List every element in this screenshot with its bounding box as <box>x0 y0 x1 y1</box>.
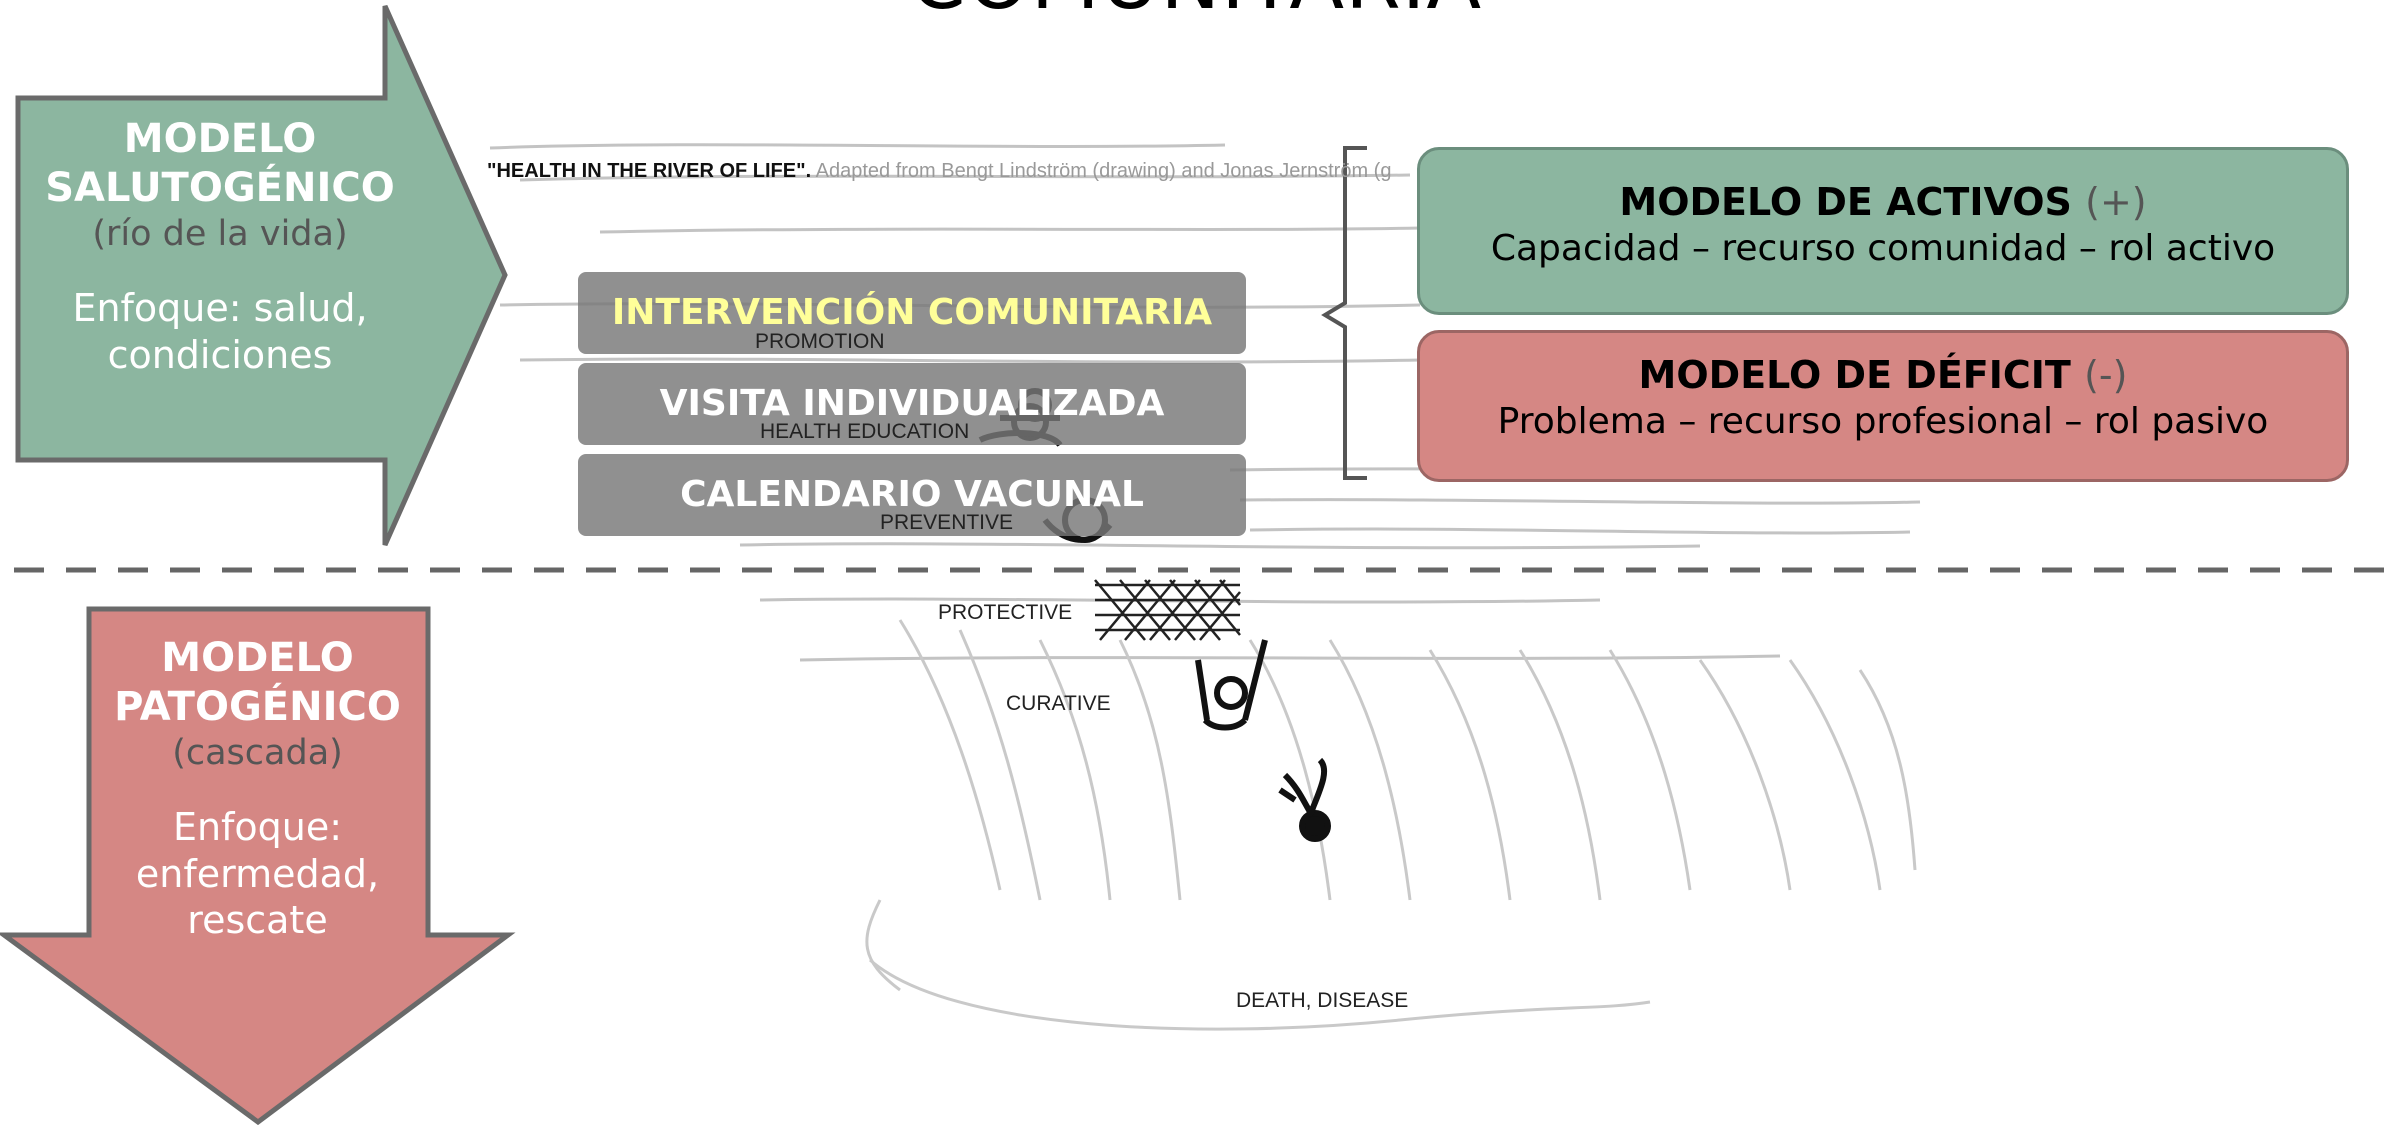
figure-caption: "HEALTH IN THE RIVER OF LIFE". Adapted f… <box>487 160 1417 183</box>
label-curative: CURATIVE <box>1006 692 1111 715</box>
pathogenic-focus-line3: rescate <box>187 898 328 942</box>
intervention-bar-vaccine-calendar: CALENDARIO VACUNAL <box>578 454 1246 536</box>
salutogenic-text: MODELO SALUTOGÉNICO (río de la vida) Enf… <box>40 115 400 378</box>
deficit-model-box: MODELO DE DÉFICIT (-) Problema – recurso… <box>1417 330 2349 482</box>
salutogenic-heading-line2: SALUTOGÉNICO <box>45 164 395 211</box>
pathogenic-heading-line1: MODELO <box>161 635 354 681</box>
label-death-disease: DEATH, DISEASE <box>1236 989 1409 1012</box>
caption-bold: "HEALTH IN THE RIVER OF LIFE". <box>487 160 812 182</box>
waterfall-illustration <box>865 619 1917 1031</box>
assets-model-box: MODELO DE ACTIVOS (+) Capacidad – recurs… <box>1417 147 2349 315</box>
pathogenic-heading-line2: PATOGÉNICO <box>114 683 401 730</box>
intervention-bar-individual-visit: VISITA INDIVIDUALIZADA <box>578 363 1246 445</box>
slide-title: COMUNITARIA <box>0 0 2392 27</box>
pathogenic-subtitle: (cascada) <box>172 732 343 773</box>
pathogenic-arrow <box>0 606 516 1125</box>
salutogenic-focus-line2: condiciones <box>107 332 333 377</box>
deficit-title-text: MODELO DE DÉFICIT <box>1638 353 2071 397</box>
pathogenic-text: MODELO PATOGÉNICO (cascada) Enfoque: enf… <box>80 634 435 943</box>
deficit-model-title: MODELO DE DÉFICIT (-) <box>1420 353 2346 397</box>
deficit-sign: (-) <box>2084 353 2128 397</box>
salutogenic-heading-line1: MODELO <box>123 116 317 162</box>
caption-rest: Adapted from Bengt Lindström (drawing) a… <box>811 160 1392 182</box>
assets-sign: (+) <box>2085 180 2147 224</box>
salutogenic-arrow <box>15 4 508 547</box>
deficit-model-description: Problema – recurso profesional – rol pas… <box>1497 401 2269 442</box>
pathogenic-focus-line1: Enfoque: <box>172 805 343 850</box>
pathogenic-focus-line2: enfermedad, <box>135 851 380 896</box>
label-promotion: PROMOTION <box>755 330 885 353</box>
salutogenic-subtitle: (río de la vida) <box>92 213 348 254</box>
intervention-bar-community: INTERVENCIÓN COMUNITARIA <box>578 272 1246 354</box>
grouping-bracket <box>1321 146 1367 480</box>
label-preventive: PREVENTIVE <box>880 511 1014 534</box>
assets-title-text: MODELO DE ACTIVOS <box>1619 180 2072 224</box>
label-health-education: HEALTH EDUCATION <box>760 420 970 443</box>
label-protective: PROTECTIVE <box>938 601 1073 624</box>
assets-model-title: MODELO DE ACTIVOS (+) <box>1420 180 2346 224</box>
assets-model-description: Capacidad – recurso comunidad – rol acti… <box>1490 228 2276 269</box>
protective-net-illustration <box>1094 579 1241 641</box>
salutogenic-focus-line1: Enfoque: salud, <box>72 286 368 331</box>
